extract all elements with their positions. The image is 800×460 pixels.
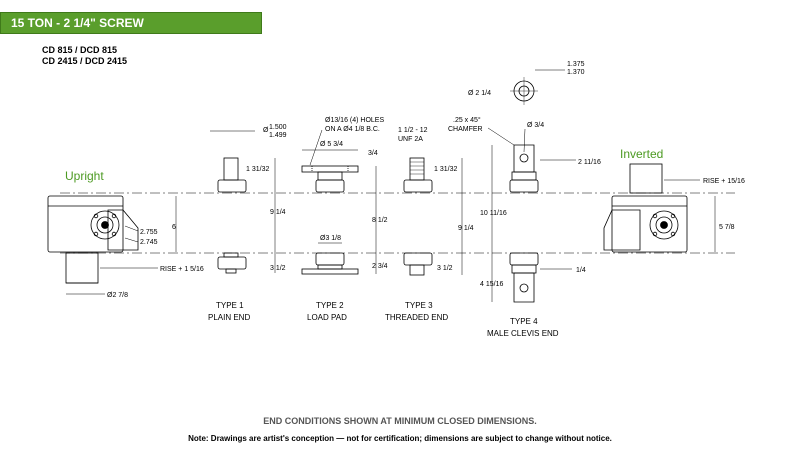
type4-dim-bottom: 4 15/16	[480, 281, 503, 288]
type3-thread1: 1 1/2 - 12	[398, 127, 428, 134]
type2-dim-total: 8 1/2	[372, 217, 388, 224]
type2-holes: Ø13/16 (4) HOLES	[325, 117, 384, 124]
type4-pin-upper: 1.375	[567, 61, 585, 68]
type3-dim-bottom: 3 1/2	[437, 265, 453, 272]
type2-pad-dia: Ø 5 3/4	[320, 141, 343, 148]
type3-label-line1: TYPE 3	[405, 301, 433, 310]
type2-drawing	[301, 165, 359, 275]
type4-chamfer2: CHAMFER	[448, 126, 483, 133]
type2-label-line2: LOAD PAD	[307, 313, 347, 322]
type1-dim-top: 1 31/32	[246, 166, 269, 173]
type1-dia-prefix: Ø	[263, 127, 269, 134]
type4-label-line1: TYPE 4	[510, 317, 538, 326]
type4-label-line2: MALE CLEVIS END	[487, 329, 559, 338]
type2-pad-small: Ø3 1/8	[320, 235, 341, 242]
type2-dim-bottom: 2 3/4	[372, 263, 388, 270]
model-line-2: CD 2415 / DCD 2415	[42, 56, 128, 66]
title-banner: 15 TON - 2 1/4" SCREW	[0, 12, 262, 34]
type3-dim-total: 9 1/4	[458, 225, 474, 232]
upright-dia-text: Ø2 7/8	[107, 292, 128, 299]
type1-label-line1: TYPE 1	[216, 301, 244, 310]
upright-shaft-lower: 2.745	[140, 239, 158, 246]
type4-top-dia: Ø 2 1/4	[468, 90, 491, 97]
inverted-height-text: 5 7/8	[719, 224, 735, 231]
upright-label: Upright	[65, 169, 104, 183]
type3-label-line2: THREADED END	[385, 313, 448, 322]
upright-height-text: 6	[172, 224, 176, 231]
type2-bolt-circle: ON A Ø4 1/8 B.C.	[325, 126, 380, 133]
type1-dim-total: 9 1/4	[270, 209, 286, 216]
type3-dim-top: 1 31/32	[434, 166, 457, 173]
type4-dim-small: 1/4	[576, 267, 586, 274]
type4-drawing	[509, 77, 539, 303]
upright-actuator: Upright	[47, 169, 139, 284]
inverted-rise-text: RISE + 15/16	[703, 178, 745, 185]
type4-pin-lower: 1.370	[567, 69, 585, 76]
type4-dim-top: 2 11/16	[578, 159, 601, 166]
type4-chamfer1: .25 x 45°	[453, 116, 481, 124]
footer-main: END CONDITIONS SHOWN AT MINIMUM CLOSED D…	[263, 416, 537, 426]
type2-label-line1: TYPE 2	[316, 301, 344, 310]
type3-drawing	[403, 157, 433, 276]
inverted-actuator: Inverted	[603, 147, 688, 253]
footer-note: Note: Drawings are artist's conception —…	[188, 434, 612, 443]
upright-shaft-upper: 2.755	[140, 229, 158, 236]
type1-dim-bottom: 3 1/2	[270, 265, 286, 272]
type4-pin-dia: Ø 3/4	[527, 122, 544, 129]
type1-label-line2: PLAIN END	[208, 313, 250, 322]
upright-rise-text: RISE + 1 5/16	[160, 266, 204, 273]
type4-dim-total: 10 11/16	[480, 210, 507, 217]
model-list: CD 815 / DCD 815 CD 2415 / DCD 2415	[42, 45, 127, 67]
type1-dia-lower: 1.499	[269, 132, 287, 139]
title-text: 15 TON - 2 1/4" SCREW	[11, 16, 144, 30]
inverted-label: Inverted	[620, 147, 663, 161]
model-line-1: CD 815 / DCD 815	[42, 45, 118, 55]
type1-drawing	[217, 157, 247, 274]
type3-thread2: UNF 2A	[398, 136, 423, 143]
type2-dim-top: 3/4	[368, 150, 378, 157]
type1-dia-upper: 1.500	[269, 124, 287, 131]
